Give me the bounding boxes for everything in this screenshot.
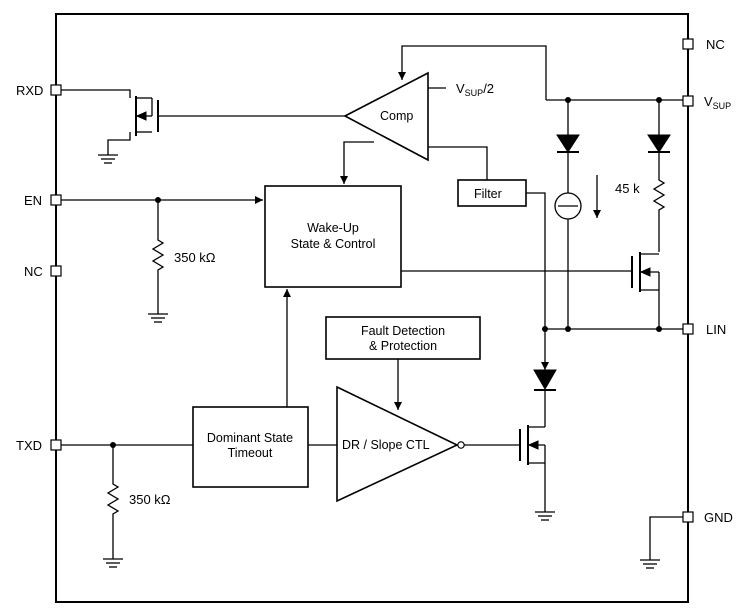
wakeup-block: Wake-Up State & Control bbox=[264, 185, 632, 288]
pin-txd-label: TXD bbox=[16, 438, 42, 453]
lin-pullup-path: 45 k bbox=[615, 100, 671, 329]
dominant-timeout-block: Dominant State Timeout bbox=[192, 289, 337, 488]
pin-nc-left-label: NC bbox=[24, 264, 43, 279]
fault-label-line1: Fault Detection bbox=[361, 324, 445, 338]
txd-input: 350 kΩ bbox=[61, 442, 193, 568]
pin-lin-label: LIN bbox=[706, 322, 726, 337]
comp-ref-suffix: /2 bbox=[483, 81, 494, 96]
pin-rxd-label: RXD bbox=[16, 83, 43, 98]
ground-icon bbox=[98, 154, 118, 164]
driver-label: DR / Slope CTL bbox=[342, 438, 430, 452]
fault-label-line2: & Protection bbox=[369, 339, 437, 353]
en-input: 350 kΩ bbox=[61, 196, 263, 323]
wakeup-label-line2: State & Control bbox=[291, 237, 376, 251]
pin-vsup-label: V bbox=[704, 94, 713, 109]
pin-vsup-sub: SUP bbox=[713, 101, 732, 111]
chip-outline bbox=[55, 13, 689, 603]
pin-txd: TXD bbox=[16, 438, 62, 453]
r-lin-label: 45 k bbox=[615, 181, 640, 196]
pin-nc-right: NC bbox=[682, 37, 725, 52]
svg-text:VSUP/2: VSUP/2 bbox=[456, 81, 494, 98]
r-en-label: 350 kΩ bbox=[174, 250, 216, 265]
pin-gnd-label: GND bbox=[704, 510, 733, 525]
lin-receiver-path bbox=[554, 100, 601, 329]
gnd-ground bbox=[640, 516, 683, 569]
dominant-label-line2: Timeout bbox=[228, 446, 273, 460]
fault-block: Fault Detection & Protection bbox=[325, 316, 481, 410]
svg-text:VSUP: VSUP bbox=[704, 94, 731, 111]
pin-vsup: VSUP bbox=[682, 94, 731, 111]
pin-gnd: GND bbox=[682, 510, 733, 525]
pin-rxd: RXD bbox=[16, 83, 62, 98]
comp-ref-label: V bbox=[456, 81, 465, 96]
pin-lin: LIN bbox=[682, 322, 726, 337]
dominant-label-line1: Dominant State bbox=[207, 431, 293, 445]
r-txd-label: 350 kΩ bbox=[129, 492, 171, 507]
lin-driver bbox=[519, 369, 557, 521]
comp-ref-sub: SUP bbox=[465, 88, 484, 98]
comp-label: Comp bbox=[380, 109, 413, 123]
wakeup-label-line1: Wake-Up bbox=[307, 221, 359, 235]
filter-label: Filter bbox=[474, 187, 502, 201]
pin-en-label: EN bbox=[24, 193, 42, 208]
pin-nc-left: NC bbox=[24, 264, 62, 279]
driver-block: DR / Slope CTL bbox=[336, 385, 520, 503]
comparator: Comp VSUP/2 bbox=[340, 45, 547, 184]
rxd-transistor bbox=[61, 89, 345, 155]
filter-block: Filter bbox=[457, 179, 549, 370]
pin-nc-right-label: NC bbox=[706, 37, 725, 52]
